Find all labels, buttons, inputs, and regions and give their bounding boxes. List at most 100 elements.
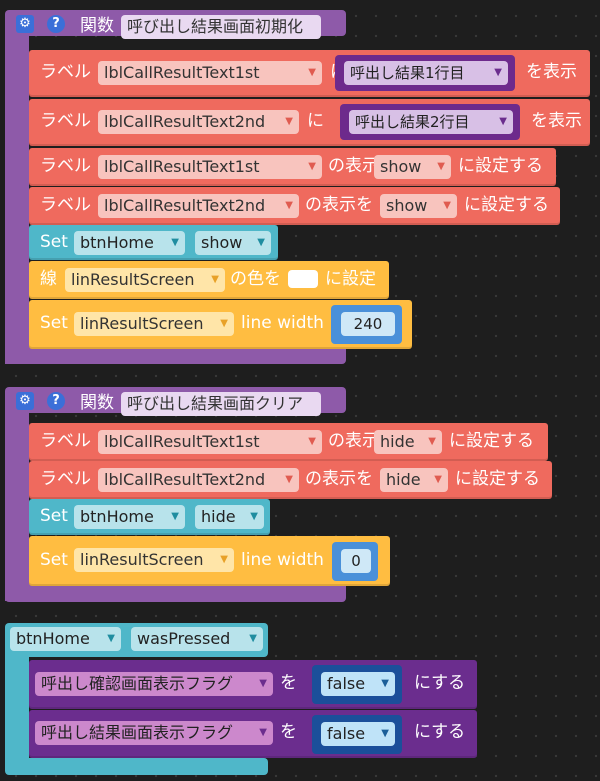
button-target-dropdown[interactable]: btnHome▼ [74, 231, 185, 255]
line-target-dropdown[interactable]: linResultScreen▼ [65, 268, 225, 292]
line-target-dropdown[interactable]: linResultScreen▼ [74, 548, 234, 572]
block-keyword: ラベル [40, 469, 91, 489]
chevron-down-icon: ▼ [259, 678, 267, 689]
label-set-text-block-2[interactable]: ラベル lblCallResultText2nd▼ に 呼出し結果2行目▼ を表… [29, 99, 590, 146]
function-footer [5, 344, 346, 364]
block-text: に設定する [458, 156, 543, 176]
line-set-width-block[interactable]: Set linResultScreen▼ line width 0 [29, 536, 390, 586]
block-text: に設定 [325, 269, 376, 289]
label-target-dropdown[interactable]: lblCallResultText2nd▼ [98, 468, 299, 492]
help-icon[interactable]: ? [47, 392, 65, 410]
block-text: の表示を [305, 195, 373, 215]
gear-icon[interactable]: ⚙ [16, 15, 34, 33]
visibility-dropdown[interactable]: hide▼ [374, 430, 442, 454]
label-target-dropdown[interactable]: lblCallResultText1st▼ [98, 61, 322, 85]
chevron-down-icon: ▼ [381, 678, 389, 689]
visibility-dropdown[interactable]: show▼ [380, 194, 457, 218]
gear-icon[interactable]: ⚙ [16, 392, 34, 410]
chevron-down-icon: ▼ [494, 67, 502, 78]
label-visibility-block-1[interactable]: ラベル lblCallResultText1st▼ の表示を hide▼ に設定… [29, 423, 548, 461]
boolean-block[interactable]: false▼ [312, 715, 402, 754]
variable-dropdown[interactable]: 呼出し結果画面表示フラグ▼ [35, 721, 273, 745]
chevron-down-icon: ▼ [250, 511, 258, 522]
label-target-dropdown[interactable]: lblCallResultText1st▼ [98, 430, 322, 454]
label-target-dropdown[interactable]: lblCallResultText1st▼ [98, 155, 322, 179]
label-visibility-block-2[interactable]: ラベル lblCallResultText2nd▼ の表示を hide▼ に設定… [29, 461, 552, 499]
block-text: にする [414, 673, 466, 693]
block-keyword: ラベル [40, 195, 91, 215]
block-text: に設定する [449, 431, 534, 451]
event-footer [5, 758, 268, 775]
boolean-dropdown[interactable]: false▼ [321, 722, 395, 746]
label-set-text-block-1[interactable]: ラベル lblCallResultText1st▼ に 呼出し結果1行目▼ を表… [29, 50, 590, 97]
function-keyword: 関数 [80, 16, 114, 36]
block-text: の表示を [305, 469, 373, 489]
event-type-dropdown[interactable]: wasPressed▼ [131, 627, 263, 651]
block-keyword: Set [40, 550, 68, 570]
chevron-down-icon: ▼ [308, 67, 316, 78]
line-target-dropdown[interactable]: linResultScreen▼ [74, 312, 234, 336]
chevron-down-icon: ▼ [308, 436, 316, 447]
variable-dropdown[interactable]: 呼出し確認画面表示フラグ▼ [35, 672, 273, 696]
chevron-down-icon: ▼ [171, 511, 179, 522]
chevron-down-icon: ▼ [257, 237, 265, 248]
chevron-down-icon: ▼ [211, 274, 219, 285]
chevron-down-icon: ▼ [171, 237, 179, 248]
chevron-down-icon: ▼ [443, 200, 451, 211]
label-visibility-block-2[interactable]: ラベル lblCallResultText2nd▼ の表示を show▼ に設定… [29, 187, 560, 225]
help-icon[interactable]: ? [47, 15, 65, 33]
chevron-down-icon: ▼ [285, 474, 293, 485]
visibility-dropdown[interactable]: show▼ [195, 231, 271, 255]
text-value-block[interactable]: 呼出し結果2行目▼ [340, 104, 520, 140]
chevron-down-icon: ▼ [499, 116, 507, 127]
label-target-dropdown[interactable]: lblCallResultText2nd▼ [98, 110, 299, 134]
function-body-spine [5, 407, 29, 601]
visibility-dropdown[interactable]: hide▼ [380, 468, 448, 492]
function-body-spine [5, 30, 29, 364]
text-value-dropdown[interactable]: 呼出し結果2行目▼ [349, 110, 513, 134]
chevron-down-icon: ▼ [285, 200, 293, 211]
number-block[interactable]: 0 [332, 542, 378, 581]
block-keyword: ラベル [40, 111, 91, 131]
block-keyword: ラベル [40, 62, 91, 82]
block-text: の色を [230, 269, 281, 289]
boolean-block[interactable]: false▼ [312, 665, 402, 704]
block-text: line width [241, 550, 324, 570]
block-keyword: Set [40, 232, 68, 252]
chevron-down-icon: ▼ [428, 436, 436, 447]
function-name-field[interactable]: 呼び出し結果画面クリア [121, 392, 321, 416]
chevron-down-icon: ▼ [220, 554, 228, 565]
chevron-down-icon: ▼ [285, 116, 293, 127]
number-block[interactable]: 240 [331, 305, 402, 344]
button-set-visibility-block[interactable]: Set btnHome▼ show▼ [29, 225, 278, 260]
block-keyword: 線 [40, 269, 57, 289]
boolean-dropdown[interactable]: false▼ [321, 672, 395, 696]
label-target-dropdown[interactable]: lblCallResultText2nd▼ [98, 194, 299, 218]
function-name-field[interactable]: 呼び出し結果画面初期化 [121, 15, 321, 39]
text-value-dropdown[interactable]: 呼出し結果1行目▼ [344, 61, 508, 85]
text-value-block[interactable]: 呼出し結果1行目▼ [335, 55, 515, 91]
block-keyword: ラベル [40, 431, 91, 451]
visibility-dropdown[interactable]: hide▼ [195, 505, 264, 529]
chevron-down-icon: ▼ [308, 161, 316, 172]
block-keyword: ラベル [40, 156, 91, 176]
chevron-down-icon: ▼ [381, 728, 389, 739]
set-variable-block-2[interactable]: 呼出し結果画面表示フラグ▼ を false▼ にする [29, 710, 477, 758]
button-target-dropdown[interactable]: btnHome▼ [10, 627, 121, 651]
number-field[interactable]: 240 [341, 312, 395, 336]
block-text: に [307, 111, 324, 131]
line-set-color-block[interactable]: 線 linResultScreen▼ の色を に設定 [29, 261, 389, 299]
visibility-dropdown[interactable]: show▼ [374, 155, 451, 179]
color-swatch[interactable] [288, 270, 318, 288]
event-body-spine [5, 650, 29, 763]
line-set-width-block[interactable]: Set linResultScreen▼ line width 240 [29, 300, 412, 349]
block-text: に設定する [455, 469, 540, 489]
block-text: を [280, 673, 297, 693]
number-field[interactable]: 0 [341, 549, 371, 573]
set-variable-block-1[interactable]: 呼出し確認画面表示フラグ▼ を false▼ にする [29, 660, 477, 709]
button-set-visibility-block[interactable]: Set btnHome▼ hide▼ [29, 499, 270, 535]
block-text: を表示 [526, 62, 577, 82]
label-visibility-block-1[interactable]: ラベル lblCallResultText1st▼ の表示を show▼ に設定… [29, 148, 556, 186]
button-target-dropdown[interactable]: btnHome▼ [74, 505, 185, 529]
chevron-down-icon: ▼ [259, 727, 267, 738]
